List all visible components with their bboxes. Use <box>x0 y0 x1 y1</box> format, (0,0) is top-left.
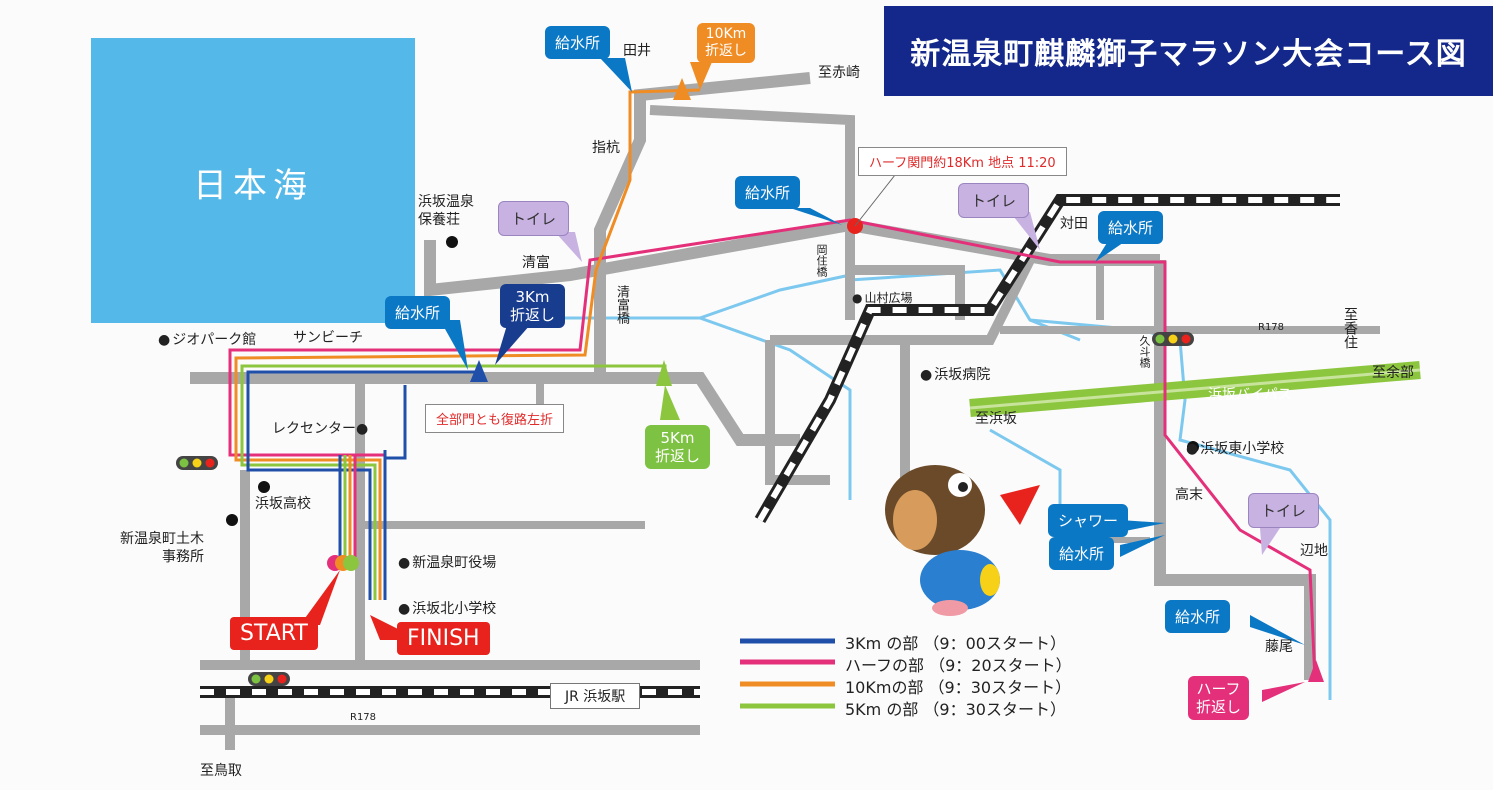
place-tsuida: 対田 <box>1060 216 1088 232</box>
toilet-kiyotomi: トイレ <box>498 201 570 236</box>
place-sunbeach: サンビーチ <box>293 330 363 346</box>
place-amarube: 至余部 <box>1372 365 1414 381</box>
place-kasumi: 至香住 <box>1342 307 1358 349</box>
left-turn-note: 全部門とも復路左折 <box>425 404 565 433</box>
half-checkpoint-note: ハーフ関門約18Km 地点 11:20 <box>858 147 1067 176</box>
turnaround-half-label: ハーフ 折返し <box>1188 676 1250 720</box>
water-station-tai: 給水所 <box>545 26 611 59</box>
turn-half-marker <box>1308 660 1324 682</box>
toilet-tsuida: トイレ <box>958 183 1030 218</box>
route-10km <box>234 88 701 600</box>
place-north-school: 浜坂北小学校 <box>398 598 496 618</box>
place-takasue: 高末 <box>1175 487 1203 503</box>
route-3km <box>246 370 480 600</box>
start-label: START <box>230 617 318 650</box>
place-tai: 田井 <box>623 43 651 59</box>
legend-3km: 3Km の部 （9：00スタート） <box>845 634 1066 653</box>
place-to-hamasaka: 至浜坂 <box>975 411 1017 427</box>
road-r178-south: R178 <box>350 712 377 723</box>
toilet-takasue: トイレ <box>1248 493 1320 528</box>
turn-3km-marker <box>470 360 488 382</box>
place-henchi: 辺地 <box>1300 543 1328 559</box>
turnaround-5km-label: 5Km 折返し <box>645 425 711 469</box>
course-routes <box>228 88 1317 681</box>
place-okayu-bridge: 岡住橋 <box>815 244 828 277</box>
place-kuzumi-bridge: 久斗橋 <box>1138 335 1151 368</box>
place-akasaki: 至赤崎 <box>818 65 860 81</box>
place-fujio: 藤尾 <box>1265 639 1293 655</box>
water-station-takasue: 給水所 <box>1049 537 1115 570</box>
turnaround-10km-label: 10Km 折返し <box>697 23 755 63</box>
turn-10km-marker <box>673 78 691 100</box>
place-high-school: 浜坂高校 <box>255 496 311 512</box>
bypass-centerline <box>969 368 1421 410</box>
legend-5km: 5Km の部 （9：30スタート） <box>845 700 1066 719</box>
place-east-school: 浜坂東小学校 <box>1186 438 1284 458</box>
turnaround-3km-label: 3Km 折返し <box>500 284 566 328</box>
place-doboku: 新温泉町土木 事務所 <box>120 531 204 565</box>
sea-of-japan: 日本海 <box>91 38 415 323</box>
place-bypass: 浜坂バイパス <box>1208 387 1292 403</box>
water-station-tsuida: 給水所 <box>1098 211 1164 244</box>
place-town-office: 新温泉町役場 <box>398 552 496 572</box>
place-kiyotomi-bridge: 清富橋 <box>614 285 629 324</box>
legend-10km: 10Kmの部 （9：30スタート） <box>845 678 1072 697</box>
toilet-pointers <box>555 212 1280 555</box>
place-tottori: 至鳥取 <box>200 763 242 779</box>
turn-5km-marker <box>656 360 672 386</box>
place-hospital: 浜坂病院 <box>920 364 990 384</box>
callout-pointers <box>440 58 1305 645</box>
place-yamamura: 山村広場 <box>852 289 912 306</box>
route-half <box>228 218 1317 681</box>
roads <box>190 72 1380 750</box>
water-station-fujio: 給水所 <box>1165 600 1231 633</box>
page-title: 新温泉町麒麟獅子マラソン大会コース図 <box>884 6 1493 96</box>
finish-label: FINISH <box>397 622 490 655</box>
place-station: JR 浜坂駅 <box>550 683 641 709</box>
place-reccenter: レクセンター● <box>272 421 369 437</box>
legend-lines <box>740 638 835 709</box>
place-kiyotomi: 清富 <box>522 255 550 271</box>
legend-half: ハーフの部 （9：20スタート） <box>845 656 1072 675</box>
place-sashikui: 指杭 <box>592 140 620 156</box>
shower-station: シャワー <box>1048 504 1129 537</box>
place-geopark: ジオパーク館 <box>158 329 256 349</box>
water-station-sunbeach: 給水所 <box>385 296 451 329</box>
kirin-shishi-mascot <box>885 465 1040 616</box>
place-hamasaka-onsen: 浜坂温泉 保養荘 <box>418 194 474 228</box>
road-r178-east: R178 <box>1258 322 1285 333</box>
traffic-lights <box>176 332 1194 686</box>
water-station-okayu: 給水所 <box>735 176 801 209</box>
